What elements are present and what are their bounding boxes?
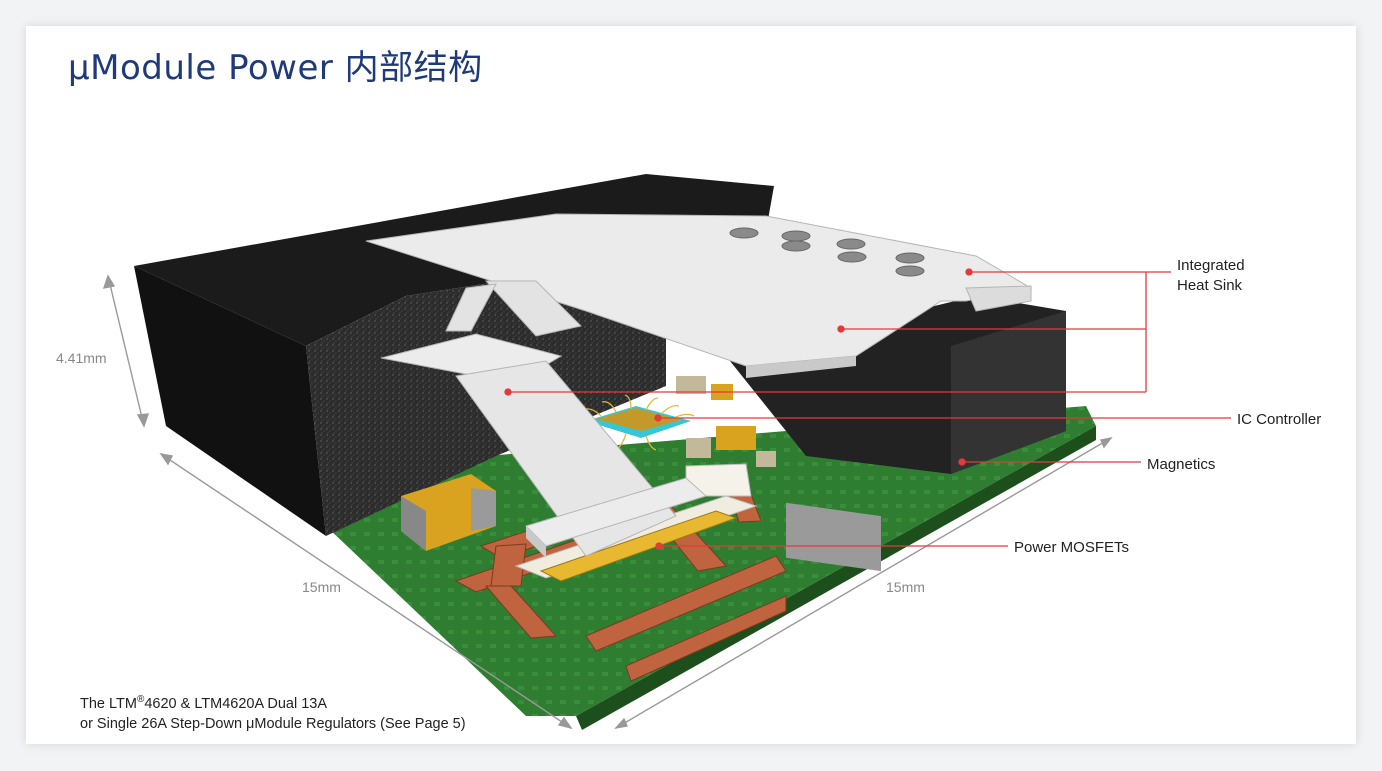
left-length-dimension-label: 15mm	[302, 579, 341, 595]
page-title: μModule Power 内部结构	[68, 48, 483, 88]
heat-sink-label-line2: Heat Sink	[1177, 277, 1243, 294]
heat-sink-label-line1: Integrated	[1177, 257, 1245, 274]
ic-controller-label: IC Controller	[1237, 411, 1321, 428]
magnetics-label: Magnetics	[1147, 456, 1215, 473]
dimension-lines	[102, 274, 1113, 730]
leader-lines	[504, 268, 1231, 550]
right-length-dimension-label: 15mm	[886, 579, 925, 595]
power-mosfets-label: Power MOSFETs	[1014, 539, 1129, 556]
height-dimension-label: 4.41mm	[56, 350, 107, 366]
module-cutaway-diagram: Integrated Heat Sink IC Controller Magne…	[56, 174, 1321, 730]
figure-caption: The LTM®4620 & LTM4620A Dual 13A or Sing…	[80, 690, 466, 734]
caption-line-1: The LTM®4620 & LTM4620A Dual 13A	[80, 694, 328, 712]
integrated-heat-sink	[365, 213, 1033, 558]
slide: μModule Power 内部结构	[26, 26, 1356, 744]
passive-components	[401, 376, 776, 551]
caption-line-2: or Single 26A Step-Down μModule Regulato…	[80, 715, 466, 732]
